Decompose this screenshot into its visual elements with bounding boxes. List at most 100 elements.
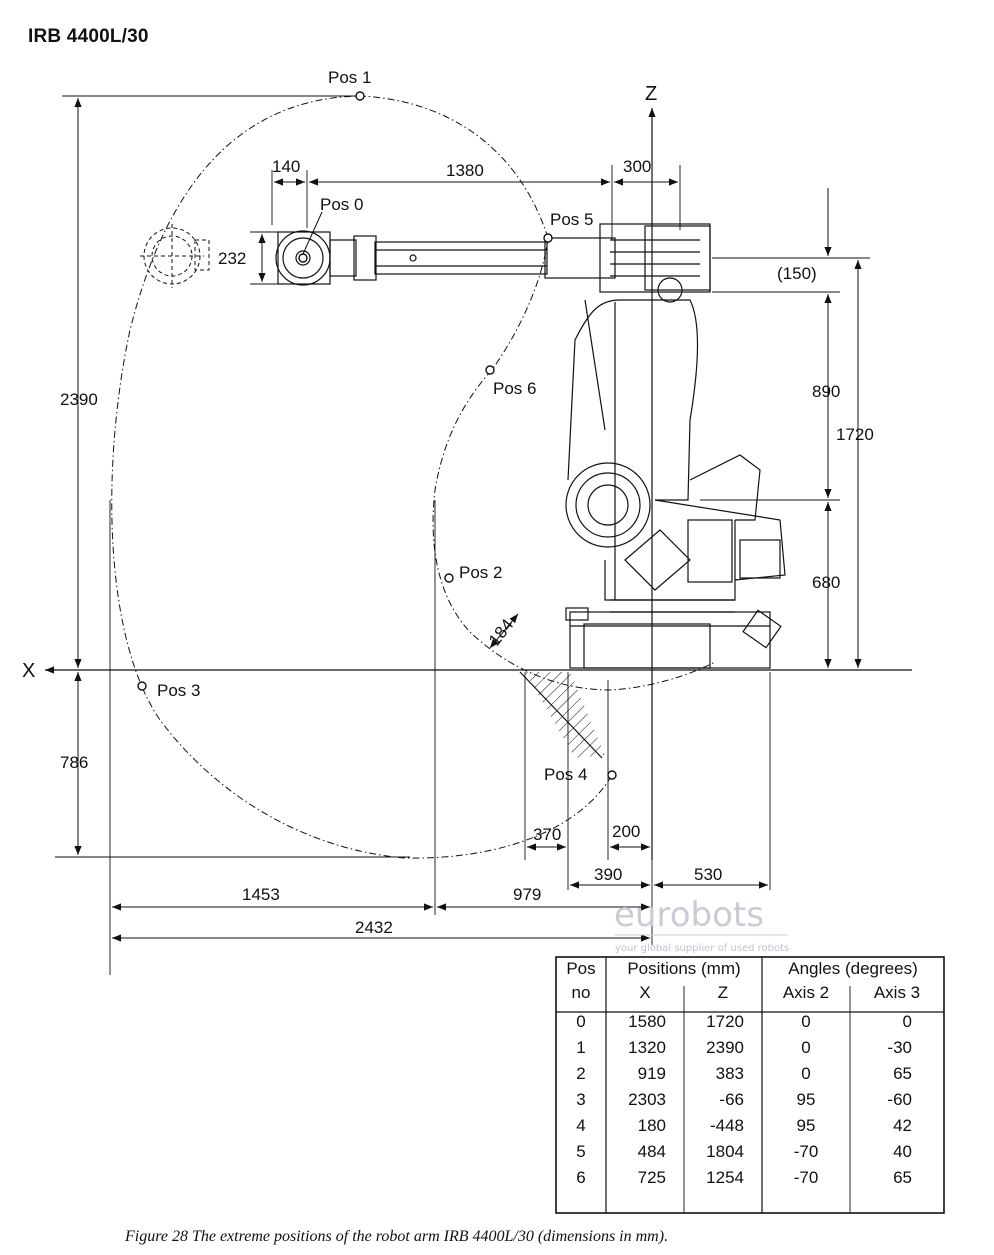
pos3-label: Pos 3 <box>157 681 200 700</box>
z-axis-label: Z <box>645 83 657 105</box>
table-header-row-2: no X Z Axis 2 Axis 3 <box>556 981 944 1005</box>
cell-no: 3 <box>576 1090 586 1109</box>
cell-no: 4 <box>576 1116 586 1135</box>
dim-line-184 <box>489 613 519 649</box>
coordinate-axes <box>45 108 912 860</box>
dim-786-label: 786 <box>60 753 88 772</box>
figure-caption: Figure 28 The extreme positions of the r… <box>125 1228 669 1245</box>
header-positions: Positions (mm) <box>627 959 741 978</box>
cell-x: 484 <box>637 1142 666 1161</box>
cell-z: 383 <box>715 1064 744 1083</box>
header-no: no <box>571 983 591 1002</box>
pos6-marker <box>485 365 495 375</box>
cell-axis2: 0 <box>801 1012 811 1031</box>
cell-axis2: 0 <box>801 1064 811 1083</box>
cell-axis3: 65 <box>893 1064 912 1083</box>
positions-table: Pos Positions (mm) Angles (degrees) no X… <box>556 957 944 1191</box>
header-pos: Pos <box>566 959 596 978</box>
dim-1380-label: 1380 <box>446 161 484 180</box>
robot-lower-arm <box>567 299 786 601</box>
pos6-label: Pos 6 <box>493 379 536 398</box>
cell-axis2: 0 <box>801 1038 811 1057</box>
table-row: 2 919 383 0 65 <box>556 1061 944 1087</box>
pos0-leader <box>302 211 323 255</box>
cell-z: -448 <box>709 1116 744 1135</box>
cell-z: 1720 <box>706 1012 744 1031</box>
pos4-label: Pos 4 <box>544 765 587 784</box>
cell-no: 5 <box>576 1142 586 1161</box>
cell-no: 1 <box>576 1038 586 1057</box>
dim-1720-label: 1720 <box>836 425 874 444</box>
dim-390-label: 390 <box>594 865 622 884</box>
pos5-marker <box>543 233 553 243</box>
table-frame <box>555 956 945 1214</box>
wrist-flange-ghost <box>140 224 210 288</box>
axis2-joint <box>565 462 691 591</box>
header-z: Z <box>717 983 729 1002</box>
x-axis-label: X <box>22 660 35 682</box>
pos2-label: Pos 2 <box>459 563 502 582</box>
dim-890-label: 890 <box>812 382 840 401</box>
header-axis2: Axis 2 <box>782 983 830 1002</box>
cell-x: 919 <box>637 1064 666 1083</box>
dimension-lines <box>74 98 862 942</box>
dim-2390-label: 2390 <box>60 390 98 409</box>
dim-200-label: 200 <box>612 822 640 841</box>
dim-150-label: (150) <box>777 264 817 283</box>
wrist-flange <box>275 230 331 286</box>
cell-axis3: -60 <box>887 1090 912 1109</box>
dim-2432-label: 2432 <box>355 918 393 937</box>
dim-300-label: 300 <box>623 157 651 176</box>
pos0-marker <box>298 253 308 263</box>
dim-140-label: 140 <box>272 157 300 176</box>
working-envelope <box>111 95 716 859</box>
cell-z: 2390 <box>706 1038 744 1057</box>
dim-1453-label: 1453 <box>242 885 280 904</box>
table-row: 0 1580 1720 0 0 <box>556 1009 944 1035</box>
cell-axis3: -30 <box>887 1038 912 1057</box>
pos1-label: Pos 1 <box>328 68 371 87</box>
cell-x: 1320 <box>628 1038 666 1057</box>
cell-axis3: 65 <box>893 1168 912 1187</box>
header-angles: Angles (degrees) <box>788 959 918 978</box>
header-axis3: Axis 3 <box>873 983 921 1002</box>
table-row: 1 1320 2390 0 -30 <box>556 1035 944 1061</box>
cell-axis3: 0 <box>902 1012 912 1031</box>
pos5-label: Pos 5 <box>550 210 593 229</box>
cell-z: 1804 <box>706 1142 744 1161</box>
cell-no: 2 <box>576 1064 586 1083</box>
pos1-marker <box>355 91 365 101</box>
floor-hatch <box>519 671 605 759</box>
table-row: 3 2303 -66 95 -60 <box>556 1087 944 1113</box>
cell-x: 725 <box>637 1168 666 1187</box>
dim-530-label: 530 <box>694 865 722 884</box>
dim-979-label: 979 <box>513 885 541 904</box>
cell-no: 0 <box>576 1012 586 1031</box>
dim-232-label: 232 <box>218 249 246 268</box>
cell-no: 6 <box>576 1168 586 1187</box>
watermark-tagline: your global supplier of used robots <box>615 943 789 954</box>
cell-axis2: 95 <box>796 1090 816 1109</box>
cell-axis2: -70 <box>793 1168 819 1187</box>
robot-base <box>565 599 782 669</box>
robot-upper-arm <box>329 223 711 303</box>
cell-z: 1254 <box>706 1168 744 1187</box>
watermark-brand: eurobots <box>614 895 764 935</box>
table-header-row-1: Pos Positions (mm) Angles (degrees) <box>556 957 944 981</box>
position-markers <box>137 91 617 780</box>
pos2-marker <box>444 573 454 583</box>
table-row: 6 725 1254 -70 65 <box>556 1165 944 1191</box>
cell-x: 2303 <box>628 1090 666 1109</box>
extension-lines <box>55 95 870 975</box>
cell-z: -66 <box>719 1090 744 1109</box>
pos3-marker <box>137 681 147 691</box>
pos4-marker <box>607 770 617 780</box>
header-x: X <box>639 983 651 1002</box>
cell-axis3: 42 <box>893 1116 912 1135</box>
cell-axis3: 40 <box>893 1142 912 1161</box>
cell-x: 1580 <box>628 1012 666 1031</box>
